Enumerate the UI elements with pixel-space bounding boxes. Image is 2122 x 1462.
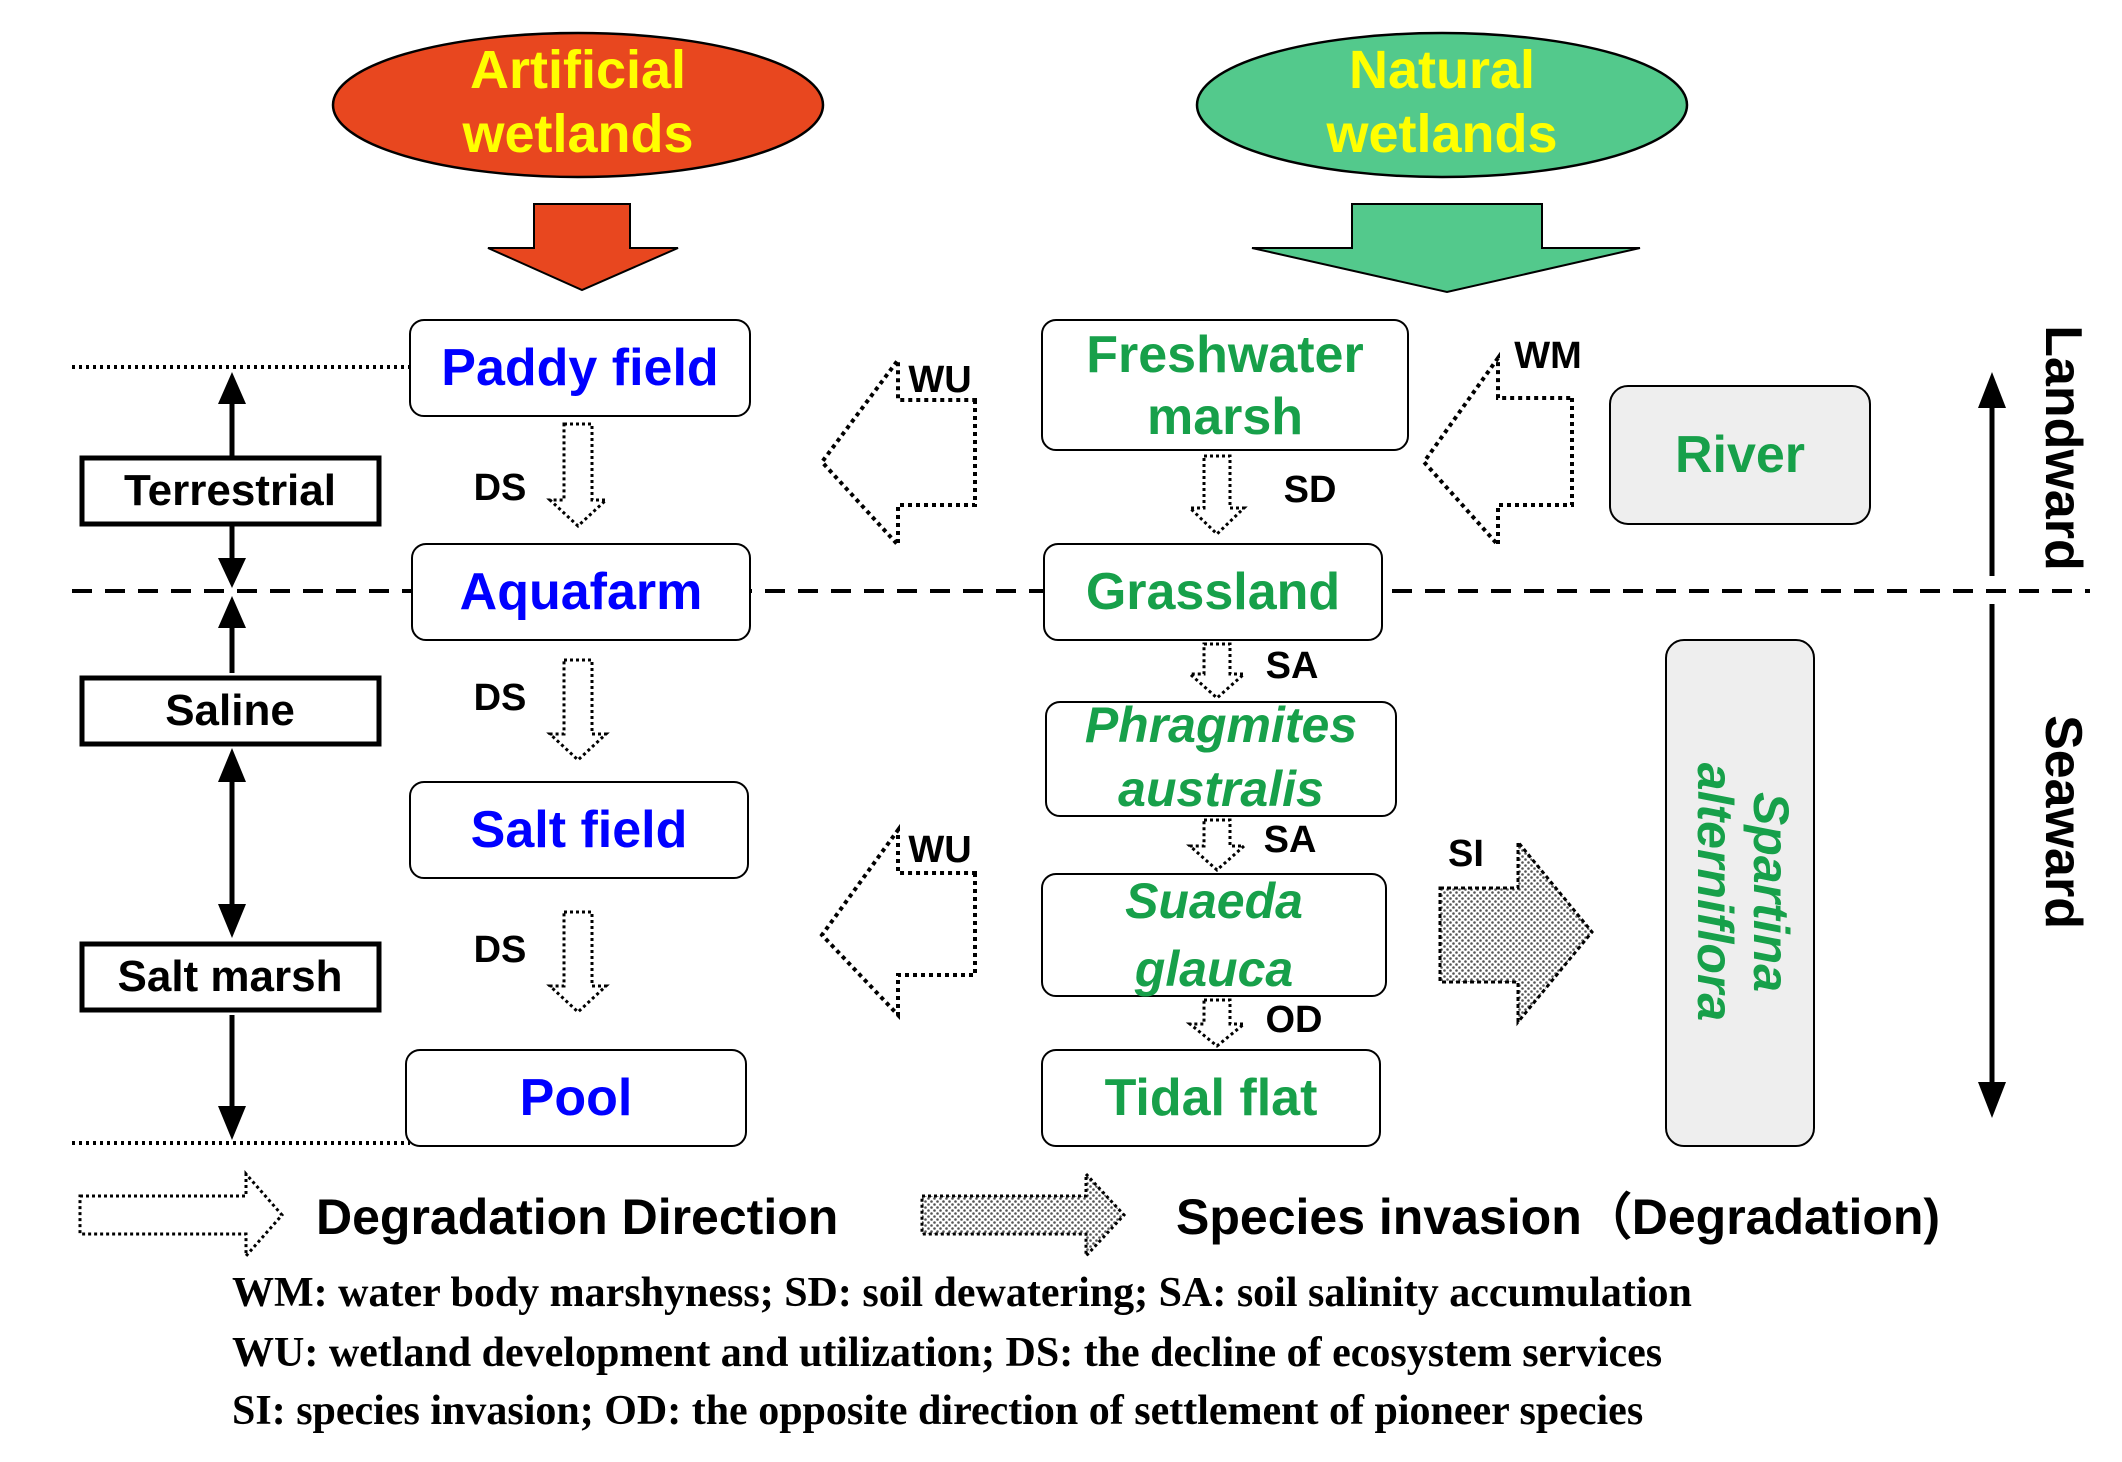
- box-freshwater-marsh: Freshwater marsh: [1041, 319, 1409, 451]
- zone-salt-marsh: Salt marsh: [79, 941, 382, 1013]
- freshwater-marsh-line1: Freshwater: [1086, 326, 1363, 384]
- box-river: River: [1609, 385, 1871, 525]
- natural-wetlands-header: Natural wetlands: [1195, 31, 1689, 179]
- legend-invasion-arrow: [920, 1170, 1127, 1260]
- sa-label-1: SA: [1266, 645, 1319, 687]
- od-arrow: [1185, 998, 1249, 1048]
- freshwater-marsh-line2: marsh: [1147, 388, 1303, 446]
- sd-arrow: [1186, 454, 1248, 537]
- footnote-line2: WU: wetland development and utilization;…: [232, 1330, 1662, 1376]
- artificial-header-line2: wetlands: [461, 104, 693, 164]
- landward-seaward-arrows: [1978, 372, 2006, 1118]
- pool-label: Pool: [520, 1069, 633, 1127]
- wu-label-2: WU: [908, 829, 971, 871]
- zone-terrestrial-label: Terrestrial: [124, 466, 336, 515]
- sd-label: SD: [1284, 469, 1337, 511]
- sa-label-2: SA: [1264, 819, 1317, 861]
- aquafarm-label: Aquafarm: [460, 563, 703, 621]
- wu-arrow-1-body: [819, 353, 977, 551]
- zone-salt-marsh-label: Salt marsh: [118, 952, 343, 1001]
- wm-label: WM: [1514, 335, 1582, 377]
- wm-arrow: [1421, 351, 1574, 551]
- legend-degradation-arrow: [78, 1170, 284, 1260]
- ds-label-3: DS: [474, 929, 527, 971]
- legend-degradation-label: Degradation Direction: [316, 1189, 838, 1245]
- landward-label: Landward: [2034, 325, 2092, 571]
- box-grassland: Grassland: [1043, 543, 1383, 641]
- ds-arrow-3: [546, 910, 610, 1015]
- natural-header-line2: wetlands: [1325, 104, 1557, 164]
- spartina-line2: alterniflora: [1687, 763, 1743, 1021]
- spartina-line1: Spartina: [1743, 792, 1799, 992]
- grassland-label: Grassland: [1086, 563, 1340, 621]
- od-label: OD: [1266, 999, 1323, 1041]
- box-tidal-flat: Tidal flat: [1041, 1049, 1381, 1147]
- natural-header-line1: Natural: [1349, 40, 1535, 100]
- ds-label-1: DS: [474, 467, 527, 509]
- wu-arrow-2-body: [819, 823, 977, 1021]
- suaeda-line2: glauca: [1134, 941, 1293, 997]
- footnote-line1: WM: water body marshyness; SD: soil dewa…: [232, 1270, 1692, 1316]
- phragmites-line2: australis: [1118, 761, 1324, 817]
- zone-bracket-arrows: [218, 372, 246, 1140]
- natural-down-arrow: [1251, 203, 1641, 294]
- zone-saline-label: Saline: [165, 686, 295, 735]
- seaward-label: Seaward: [2034, 715, 2092, 929]
- artificial-down-arrow: [487, 203, 679, 292]
- box-aquafarm: Aquafarm: [411, 543, 751, 641]
- suaeda-line1: Suaeda: [1125, 873, 1303, 929]
- ds-arrow-2: [546, 658, 610, 763]
- box-suaeda: Suaeda glauca: [1041, 873, 1387, 997]
- si-label: SI: [1448, 833, 1484, 875]
- river-label: River: [1675, 426, 1805, 484]
- footnote-line3: SI: species invasion; OD: the opposite d…: [232, 1388, 1643, 1434]
- box-salt-field: Salt field: [409, 781, 749, 879]
- artificial-wetlands-header: Artificial wetlands: [331, 31, 825, 179]
- zone-terrestrial: Terrestrial: [79, 455, 382, 527]
- artificial-header-line1: Artificial: [470, 40, 686, 100]
- box-pool: Pool: [405, 1049, 747, 1147]
- tidal-flat-label: Tidal flat: [1105, 1069, 1318, 1127]
- ds-arrow-1: [546, 422, 610, 529]
- sa-arrow-2: [1186, 818, 1248, 873]
- box-phragmites: Phragmites australis: [1045, 697, 1397, 817]
- legend-invasion-label: Species invasion（Degradation): [1176, 1189, 1940, 1245]
- phragmites-line1: Phragmites: [1085, 697, 1357, 753]
- wu-label-1: WU: [908, 359, 971, 401]
- salt-field-label: Salt field: [471, 801, 688, 859]
- sa-arrow-1: [1186, 642, 1248, 701]
- si-arrow: [1438, 837, 1594, 1027]
- ds-label-2: DS: [474, 677, 527, 719]
- paddy-field-label: Paddy field: [441, 339, 718, 397]
- zone-saline: Saline: [79, 675, 382, 747]
- box-paddy-field: Paddy field: [409, 319, 751, 417]
- box-spartina: Spartina alterniflora: [1665, 639, 1815, 1147]
